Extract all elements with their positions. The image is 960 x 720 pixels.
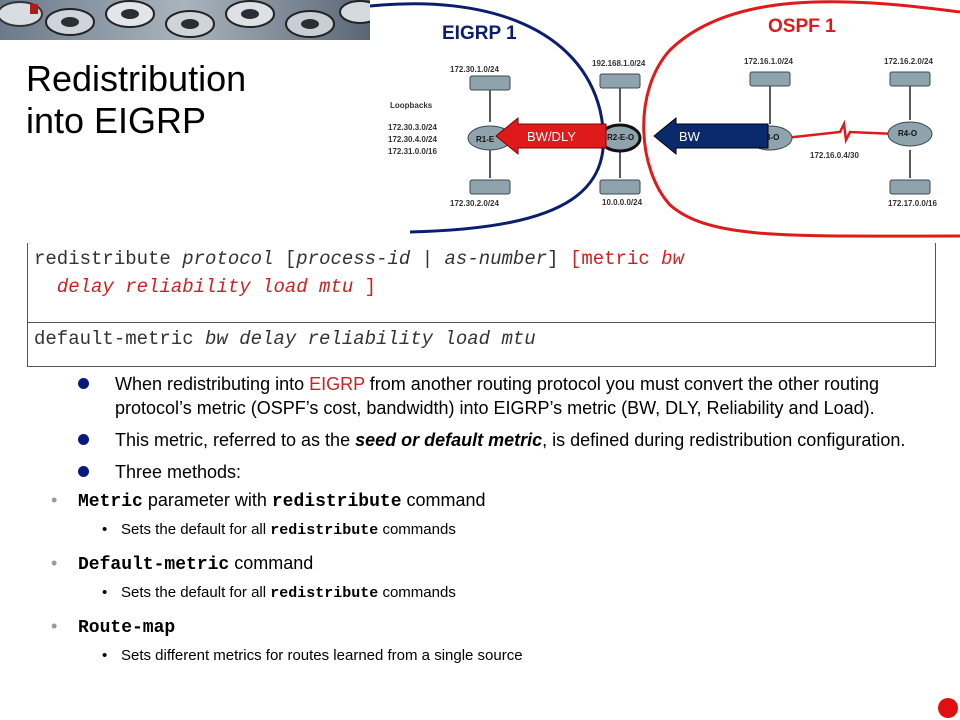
cmd-keyword: redistribute xyxy=(34,248,183,270)
bullet-icon xyxy=(78,466,89,477)
arrow-bw-dly-label: BW/DLY xyxy=(527,129,576,144)
method-item: • Route-map xyxy=(51,616,176,638)
net-r1-top: 172.30.1.0/24 xyxy=(450,65,499,74)
redistribute-syntax: redistribute protocol [process-id | as-n… xyxy=(34,245,684,301)
red-dot-marker xyxy=(938,698,958,718)
method-detail: • Sets the default for all redistribute … xyxy=(102,584,456,602)
header-photo xyxy=(0,0,370,40)
bullet-icon xyxy=(78,378,89,389)
method-detail: • Sets different metrics for routes lear… xyxy=(102,647,523,664)
net-r4-bottom: 172.17.0.0/16 xyxy=(888,199,937,208)
bullet-list: When redistributing into EIGRP from anot… xyxy=(51,372,938,676)
seed-metric-emphasis: seed or default metric xyxy=(355,430,543,450)
eigrp-highlight: EIGRP xyxy=(309,374,365,394)
method-detail: • Sets the default for all redistribute … xyxy=(102,521,456,539)
cmd-bracket: [ xyxy=(273,248,297,270)
eigrp-label: EIGRP 1 xyxy=(442,23,517,44)
net-r4-top: 172.16.2.0/24 xyxy=(884,57,933,66)
bullet-item: When redistributing into EIGRP from anot… xyxy=(78,372,938,420)
divider xyxy=(28,322,935,323)
loopback-2: 172.30.4.0/24 xyxy=(388,135,437,144)
cmd-bracket: ] xyxy=(353,276,377,298)
cmd-arg-process-id: process-id xyxy=(296,248,411,270)
net-r1-bottom: 172.30.2.0/24 xyxy=(450,199,499,208)
cmd-args: bw delay reliability load mtu xyxy=(205,328,536,350)
cmd-indent xyxy=(34,276,57,298)
router-r2-label: R2-E-O xyxy=(607,133,634,142)
cmd-arg-bw: bw xyxy=(661,248,684,270)
sub-bullet-icon: • xyxy=(51,490,58,510)
cmd-metric-keyword: [metric xyxy=(558,248,662,270)
ospf-label: OSPF 1 xyxy=(768,16,836,37)
sub-sub-bullet-icon: • xyxy=(102,521,108,538)
method-item: • Default-metric command xyxy=(51,553,314,575)
cmd-arg-as-number: as-number xyxy=(444,248,548,270)
loopbacks-title: Loopbacks xyxy=(390,101,433,110)
network-diagram: EIGRP 1 OSPF 1 Loopbacks 172.30.3.0/24 1… xyxy=(370,0,960,238)
bullet-icon xyxy=(78,434,89,445)
arrow-bw xyxy=(653,116,769,156)
method-item: • Metric parameter with redistribute com… xyxy=(51,490,486,512)
command-syntax-box: redistribute protocol [process-id | as-n… xyxy=(27,243,936,367)
sub-bullet-icon: • xyxy=(51,553,58,573)
arrow-bw-dly xyxy=(495,116,607,156)
arrow-bw-label: BW xyxy=(679,129,701,144)
bullet-item: This metric, referred to as the seed or … xyxy=(78,428,938,452)
cmd-bracket: ] xyxy=(547,248,559,270)
loopback-3: 172.31.0.0/16 xyxy=(388,147,437,156)
router-r1-label: R1-E xyxy=(476,135,495,144)
net-r2-bottom: 10.0.0.0/24 xyxy=(602,198,643,207)
cmd-keyword: default-metric xyxy=(34,328,206,350)
title-line-2: into EIGRP xyxy=(26,100,207,141)
slide-title: Redistribution into EIGRP xyxy=(26,58,246,142)
cmd-args-line2: delay reliability load mtu xyxy=(56,276,354,298)
sub-bullet-icon: • xyxy=(51,616,58,636)
net-r3-top: 172.16.1.0/24 xyxy=(744,57,793,66)
router-r4-label: R4-O xyxy=(898,129,917,138)
net-r2-top: 192.168.1.0/24 xyxy=(592,59,646,68)
bullet-item: Three methods: xyxy=(78,460,938,484)
title-line-1: Redistribution xyxy=(26,58,247,99)
loopback-1: 172.30.3.0/24 xyxy=(388,123,437,132)
default-metric-syntax: default-metric bw delay reliability load… xyxy=(34,325,536,353)
switch-icon xyxy=(469,71,931,195)
sub-sub-bullet-icon: • xyxy=(102,647,108,664)
router-r3-label: 3-O xyxy=(766,133,779,142)
sub-sub-bullet-icon: • xyxy=(102,584,108,601)
cmd-separator: | xyxy=(410,248,445,270)
link-r3-r4: 172.16.0.4/30 xyxy=(810,151,859,160)
cmd-arg-protocol: protocol xyxy=(182,248,274,270)
